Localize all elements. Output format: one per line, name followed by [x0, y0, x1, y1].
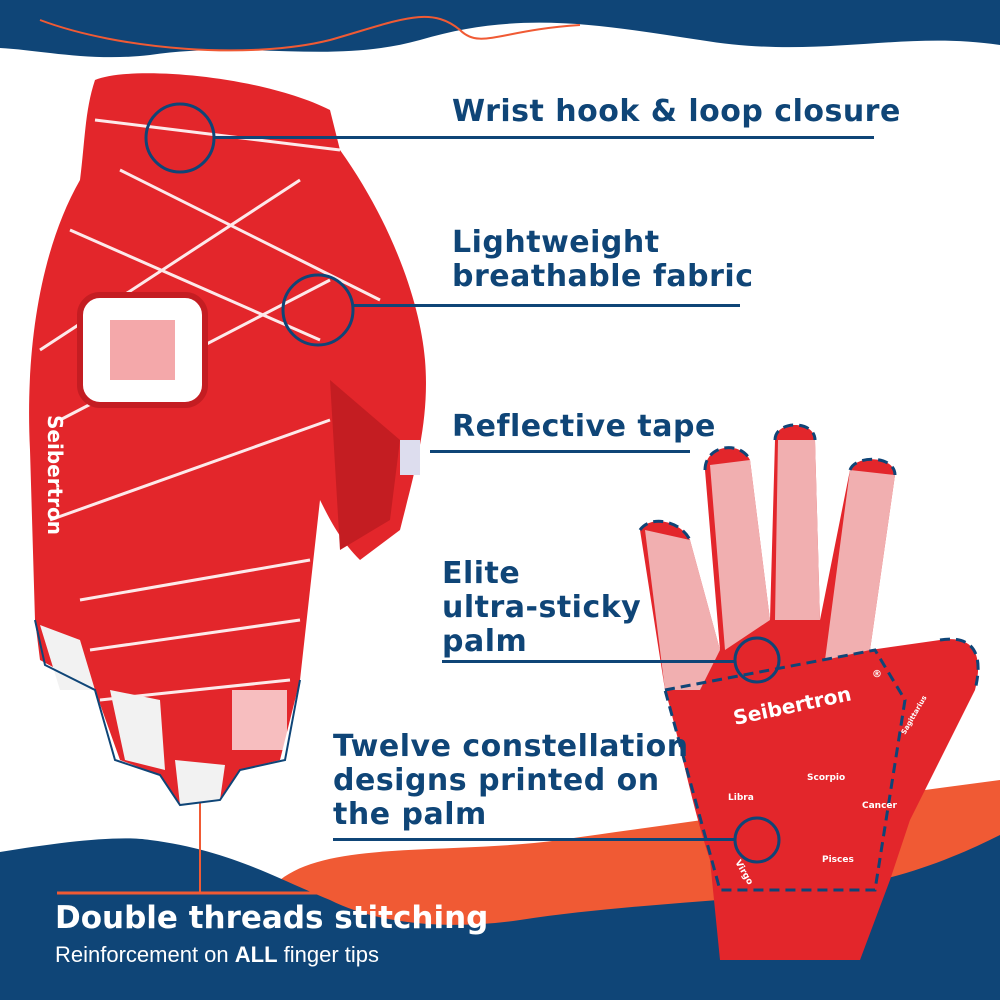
palm-grip-highlight [733, 636, 781, 684]
svg-text:Scorpio: Scorpio [807, 773, 845, 783]
callout-constellations: Twelve constellation designs printed on … [333, 729, 689, 832]
callout-line-wrist [214, 136, 874, 139]
top-orange-line [39, 15, 581, 52]
callout-line-reflective [430, 450, 690, 453]
svg-text:®: ® [872, 669, 882, 680]
callout-sticky-palm: Elite ultra-sticky palm [442, 556, 642, 659]
svg-text:Libra: Libra [728, 793, 754, 803]
callout-wrist-closure: Wrist hook & loop closure [452, 94, 901, 129]
svg-text:Cancer: Cancer [862, 801, 898, 811]
constellation-highlight [733, 816, 781, 864]
glove-back-brand: Seibertron [43, 415, 67, 535]
callout-fabric: Lightweight breathable fabric [452, 225, 754, 294]
stitching-subtitle: Reinforcement on ALL finger tips [55, 942, 380, 967]
glove-back-image: Seibertron [29, 73, 426, 805]
fabric-highlight [281, 273, 355, 347]
svg-text:Pisces: Pisces [822, 855, 854, 865]
glove-palm-image: Seibertron ® Libra Scorpio Cancer Virgo … [638, 423, 980, 960]
callout-line-palm [442, 660, 735, 663]
callout-line-fabric [353, 304, 740, 307]
top-wave [0, 0, 1000, 58]
callout-reflective-tape: Reflective tape [452, 409, 716, 444]
callout-line-constellations [333, 838, 735, 841]
stitching-title: Double threads stitching [55, 900, 489, 936]
stitch-outline [34, 619, 301, 807]
